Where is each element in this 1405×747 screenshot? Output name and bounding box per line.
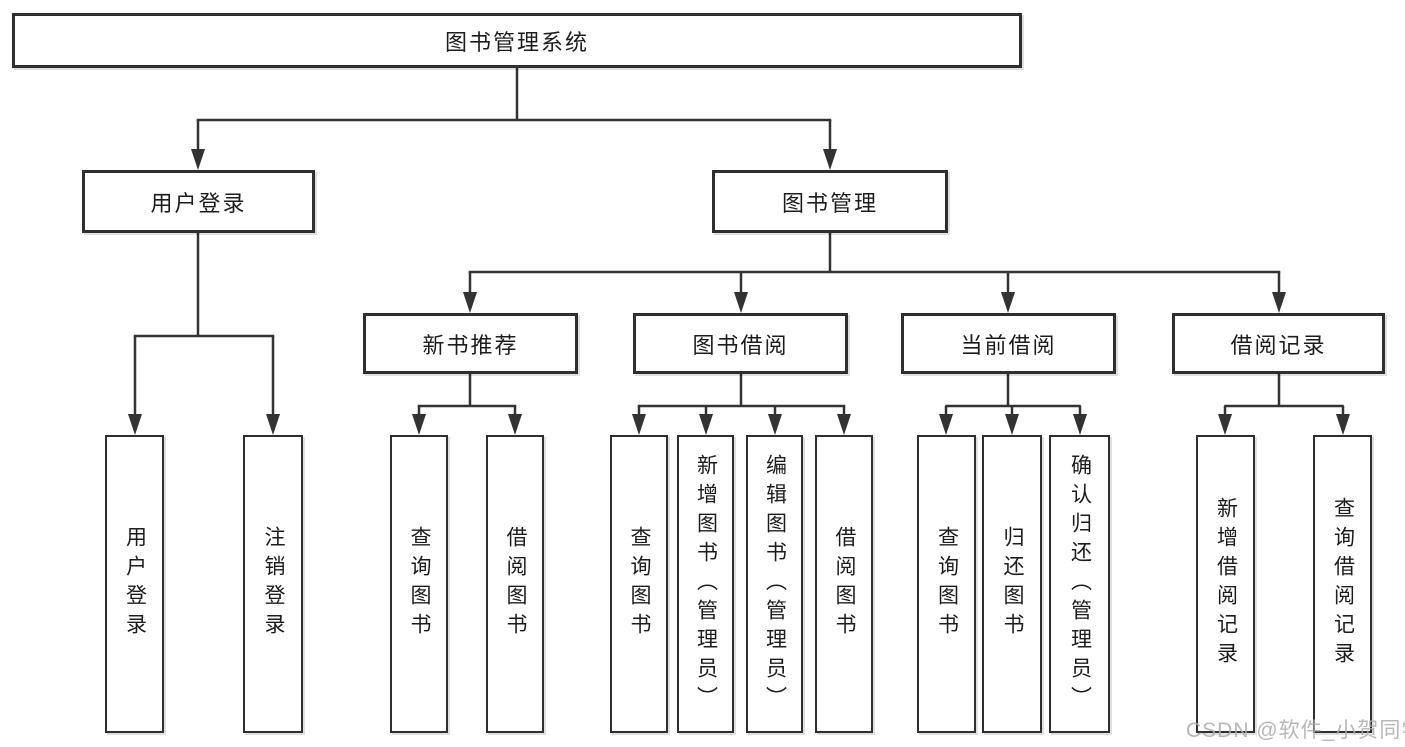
node-book-management-label: 图书管理 [781,190,878,216]
leaf-borrow-books: 借阅图书 [815,435,873,733]
connector-book-borrow-branch [632,374,851,435]
connector-book-management-branch [463,233,1286,313]
leaf-query-books-recommend-label: 查询图书 [408,526,431,642]
node-new-book-recommend: 新书推荐 [363,313,578,374]
leaf-query-books-recommend: 查询图书 [390,435,448,733]
leaf-query-borrow-record-label: 查询借阅记录 [1331,497,1355,671]
leaf-return-books-label: 归还图书 [1001,526,1024,642]
leaf-query-books-current: 查询图书 [917,435,976,733]
node-library-system: 图书管理系统 [12,13,1022,68]
leaf-query-books-current-label: 查询图书 [935,526,959,642]
leaf-borrow-books-recommend-label: 借阅图书 [504,526,527,642]
node-borrow-records-label: 借阅记录 [1230,332,1327,358]
connector-root-split [191,68,837,170]
node-user-login-label: 用户登录 [150,190,247,216]
connector-borrow-record-branch [1218,374,1350,435]
node-user-login: 用户登录 [82,170,315,233]
leaf-user-login: 用户登录 [105,435,164,733]
leaf-user-login-label: 用户登录 [123,526,147,642]
leaf-query-books-borrow-label: 查询图书 [628,526,651,642]
leaf-logout-label: 注销登录 [262,526,285,642]
node-current-borrow: 当前借阅 [901,313,1116,374]
csdn-watermark: CSDN @软件_小贺同学 [1186,719,1405,742]
leaf-add-borrow-record: 新增借阅记录 [1196,435,1255,733]
leaf-query-borrow-record: 查询借阅记录 [1313,435,1372,733]
node-book-borrow: 图书借阅 [633,313,848,374]
node-library-system-label: 图书管理系统 [444,29,589,55]
leaf-return-books: 归还图书 [982,435,1042,733]
leaf-add-books-admin: 新增图书（管理员） [677,435,734,733]
leaf-edit-books-admin: 编辑图书（管理员） [746,435,803,733]
leaf-confirm-return-admin-label: 确认归还（管理员） [1068,453,1092,715]
node-book-management: 图书管理 [712,170,948,233]
leaf-logout: 注销登录 [243,435,303,733]
leaf-borrow-books-label: 借阅图书 [833,526,856,642]
connector-current-borrow-branch [939,374,1087,435]
leaf-confirm-return-admin: 确认归还（管理员） [1049,435,1110,733]
leaf-query-books-borrow: 查询图书 [610,435,668,733]
node-new-book-recommend-label: 新书推荐 [422,332,519,358]
leaf-edit-books-admin-label: 编辑图书（管理员） [763,453,787,715]
leaf-add-borrow-record-label: 新增借阅记录 [1214,497,1238,671]
leaf-add-books-admin-label: 新增图书（管理员） [694,453,718,715]
connector-user-login-branch [128,233,280,435]
node-book-borrow-label: 图书借阅 [692,332,789,358]
leaf-borrow-books-recommend: 借阅图书 [486,435,544,733]
node-current-borrow-label: 当前借阅 [960,332,1057,358]
connector-new-book-branch [412,374,522,435]
node-borrow-records: 借阅记录 [1172,313,1385,374]
